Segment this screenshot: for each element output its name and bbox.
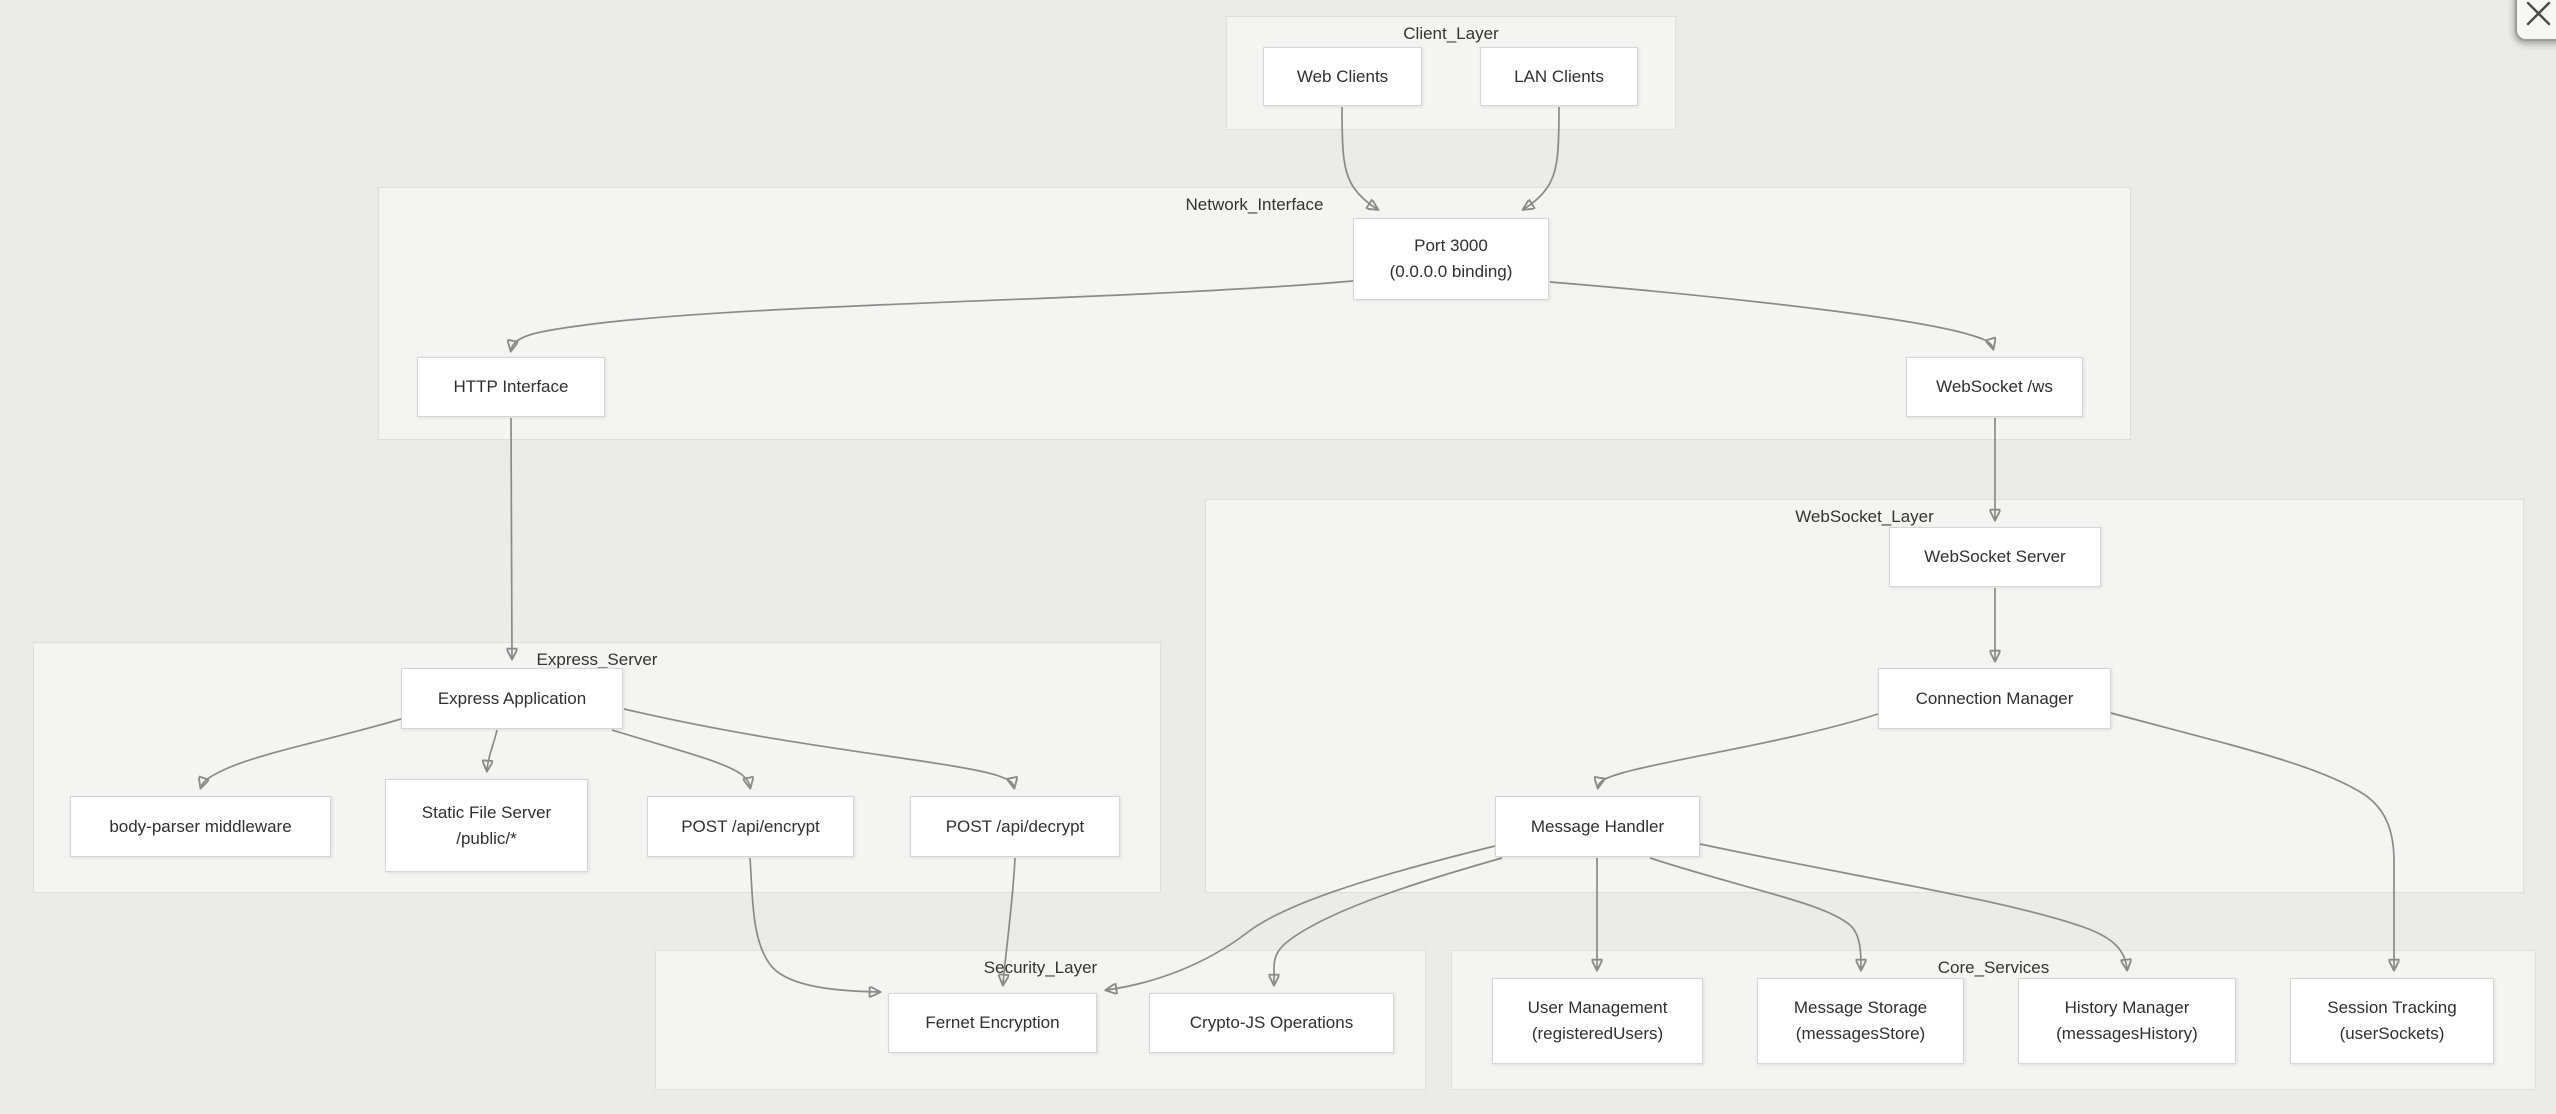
node-body-parser: body-parser middleware <box>70 796 331 857</box>
node-connection-manager: Connection Manager <box>1878 668 2111 729</box>
node-label-line1: Message Storage <box>1793 998 1928 1017</box>
node-label-line2: (userSockets) <box>2339 1024 2445 1043</box>
node-message-storage: Message Storage (messagesStore) <box>1757 978 1964 1064</box>
node-post-api-decrypt: POST /api/decrypt <box>910 796 1120 857</box>
node-label: WebSocket /ws <box>1936 377 2053 396</box>
node-fernet-encryption: Fernet Encryption <box>888 993 1097 1053</box>
node-label: POST /api/encrypt <box>681 816 820 836</box>
node-label: body-parser middleware <box>109 816 292 836</box>
node-label-line1: User Management <box>1527 998 1668 1017</box>
node-history-manager: History Manager (messagesHistory) <box>2018 978 2236 1064</box>
cluster-network-interface: Network_Interface <box>378 187 2131 440</box>
edge-http-interface-to-express-application <box>511 417 512 658</box>
node-websocket-server: WebSocket Server <box>1889 527 2101 587</box>
cluster-label-network-interface: Network_Interface <box>1185 195 1324 214</box>
node-label: LAN Clients <box>1514 66 1604 86</box>
node-label-line2: (messagesHistory) <box>2056 1024 2198 1043</box>
node-label-line1: Port 3000 <box>1414 236 1488 255</box>
node-websocket-ws: WebSocket /ws <box>1906 357 2083 417</box>
node-http-interface: HTTP Interface <box>417 357 605 417</box>
node-web-clients: Web Clients <box>1263 47 1422 106</box>
node-label-line2: (messagesStore) <box>1795 1024 1926 1043</box>
node-label-line2: (0.0.0.0 binding) <box>1389 262 1513 281</box>
close-icon <box>2526 1 2550 26</box>
node-label: Connection Manager <box>1915 688 2074 708</box>
node-port-3000: Port 3000 (0.0.0.0 binding) <box>1353 218 1549 300</box>
node-label-line2: /public/* <box>456 828 517 848</box>
node-express-application: Express Application <box>401 668 623 729</box>
node-label: Express Application <box>437 688 587 708</box>
node-message-handler: Message Handler <box>1495 796 1700 857</box>
cluster-label-websocket-layer: WebSocket_Layer <box>1795 507 1934 526</box>
node-static-file-server: Static File Server /public/* <box>385 779 588 872</box>
node-label-line1: Static File Server <box>421 802 552 822</box>
cluster-label-core-services: Core_Services <box>1937 958 2050 977</box>
cluster-label-client-layer: Client_Layer <box>1403 24 1499 43</box>
cluster-websocket-layer: WebSocket_Layer <box>1205 499 2524 893</box>
node-label: WebSocket Server <box>1924 547 2066 566</box>
node-post-api-encrypt: POST /api/encrypt <box>647 796 854 857</box>
node-label: POST /api/decrypt <box>945 816 1085 836</box>
node-label: Fernet Encryption <box>925 1013 1060 1032</box>
cluster-label-express-server: Express_Server <box>536 650 658 669</box>
node-user-management: User Management (registeredUsers) <box>1492 978 1703 1064</box>
node-label-line1: History Manager <box>2064 998 2190 1017</box>
node-session-tracking: Session Tracking (userSockets) <box>2290 978 2494 1064</box>
node-lan-clients: LAN Clients <box>1480 47 1638 106</box>
node-label: Message Handler <box>1530 816 1665 836</box>
node-label: Crypto-JS Operations <box>1189 1013 1354 1032</box>
cluster-label-security-layer: Security_Layer <box>983 958 1098 977</box>
node-label-line1: Session Tracking <box>2327 998 2457 1017</box>
close-button[interactable] <box>2515 0 2556 41</box>
node-label-line2: (registeredUsers) <box>1531 1024 1664 1043</box>
node-label: Web Clients <box>1296 66 1389 86</box>
node-label: HTTP Interface <box>453 377 569 396</box>
node-crypto-js-operations: Crypto-JS Operations <box>1149 993 1394 1053</box>
